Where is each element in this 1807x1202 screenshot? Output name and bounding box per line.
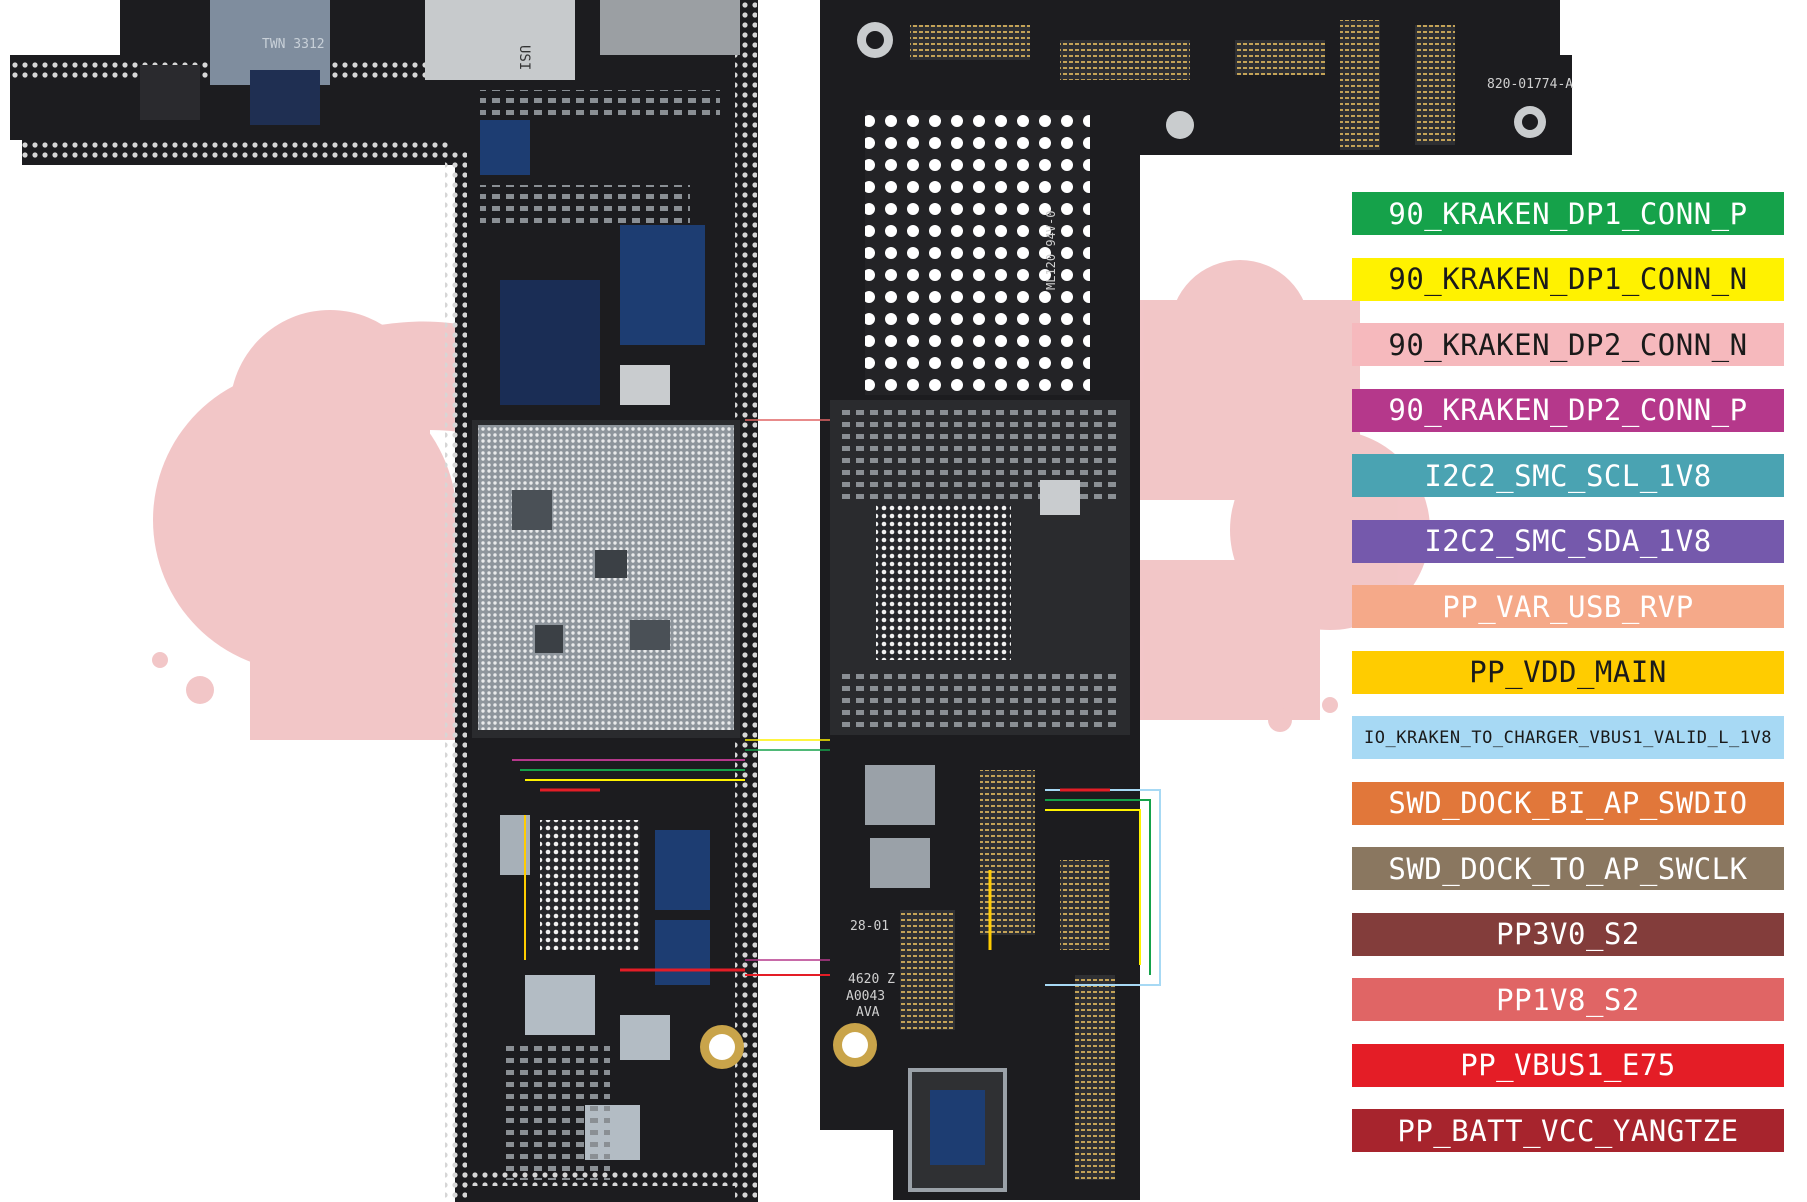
legend-item: 90_KRAKEN_DP2_CONN_P [1352, 388, 1784, 432]
legend-item: PP1V8_S2 [1352, 978, 1784, 1021]
legend-item: PP_VAR_USB_RVP [1352, 585, 1784, 628]
legend-item: IO_KRAKEN_TO_CHARGER_VBUS1_VALID_L_1V8 [1352, 716, 1784, 759]
lot-line-1: 4620 Z [848, 972, 895, 987]
left-shield-mark: USI [516, 45, 532, 70]
legend-item: PP_BATT_VCC_YANGTZE [1352, 1109, 1784, 1152]
ul-mark: ML120 94V-0 [1044, 211, 1058, 290]
legend-item: I2C2_SMC_SCL_1V8 [1352, 454, 1784, 497]
left-board [10, 0, 758, 1202]
legend-item: SWD_DOCK_TO_AP_SWCLK [1352, 847, 1784, 890]
legend-item: 90_KRAKEN_DP2_CONN_N [1352, 323, 1784, 366]
legend-item: PP_VBUS1_E75 [1352, 1043, 1784, 1087]
legend-item: SWD_DOCK_BI_AP_SWDIO [1352, 781, 1784, 825]
left-chip-code: TWN 3312 [262, 37, 325, 52]
right-board [820, 0, 1572, 1200]
watermark-logo [152, 260, 1430, 750]
legend-item: I2C2_SMC_SDA_1V8 [1352, 519, 1784, 563]
legend-item: 90_KRAKEN_DP1_CONN_P [1352, 192, 1784, 235]
lot-line-2: A0043 [846, 989, 885, 1004]
legend-item: PP_VDD_MAIN [1352, 650, 1784, 694]
legend-item: 90_KRAKEN_DP1_CONN_N [1352, 257, 1784, 301]
cross-traces [745, 419, 830, 976]
board-number: 820-01774-A [1487, 77, 1573, 92]
date-code: 28-01 [850, 919, 889, 934]
legend-item: PP3V0_S2 [1352, 912, 1784, 956]
lot-line-3: AVA [856, 1005, 880, 1020]
